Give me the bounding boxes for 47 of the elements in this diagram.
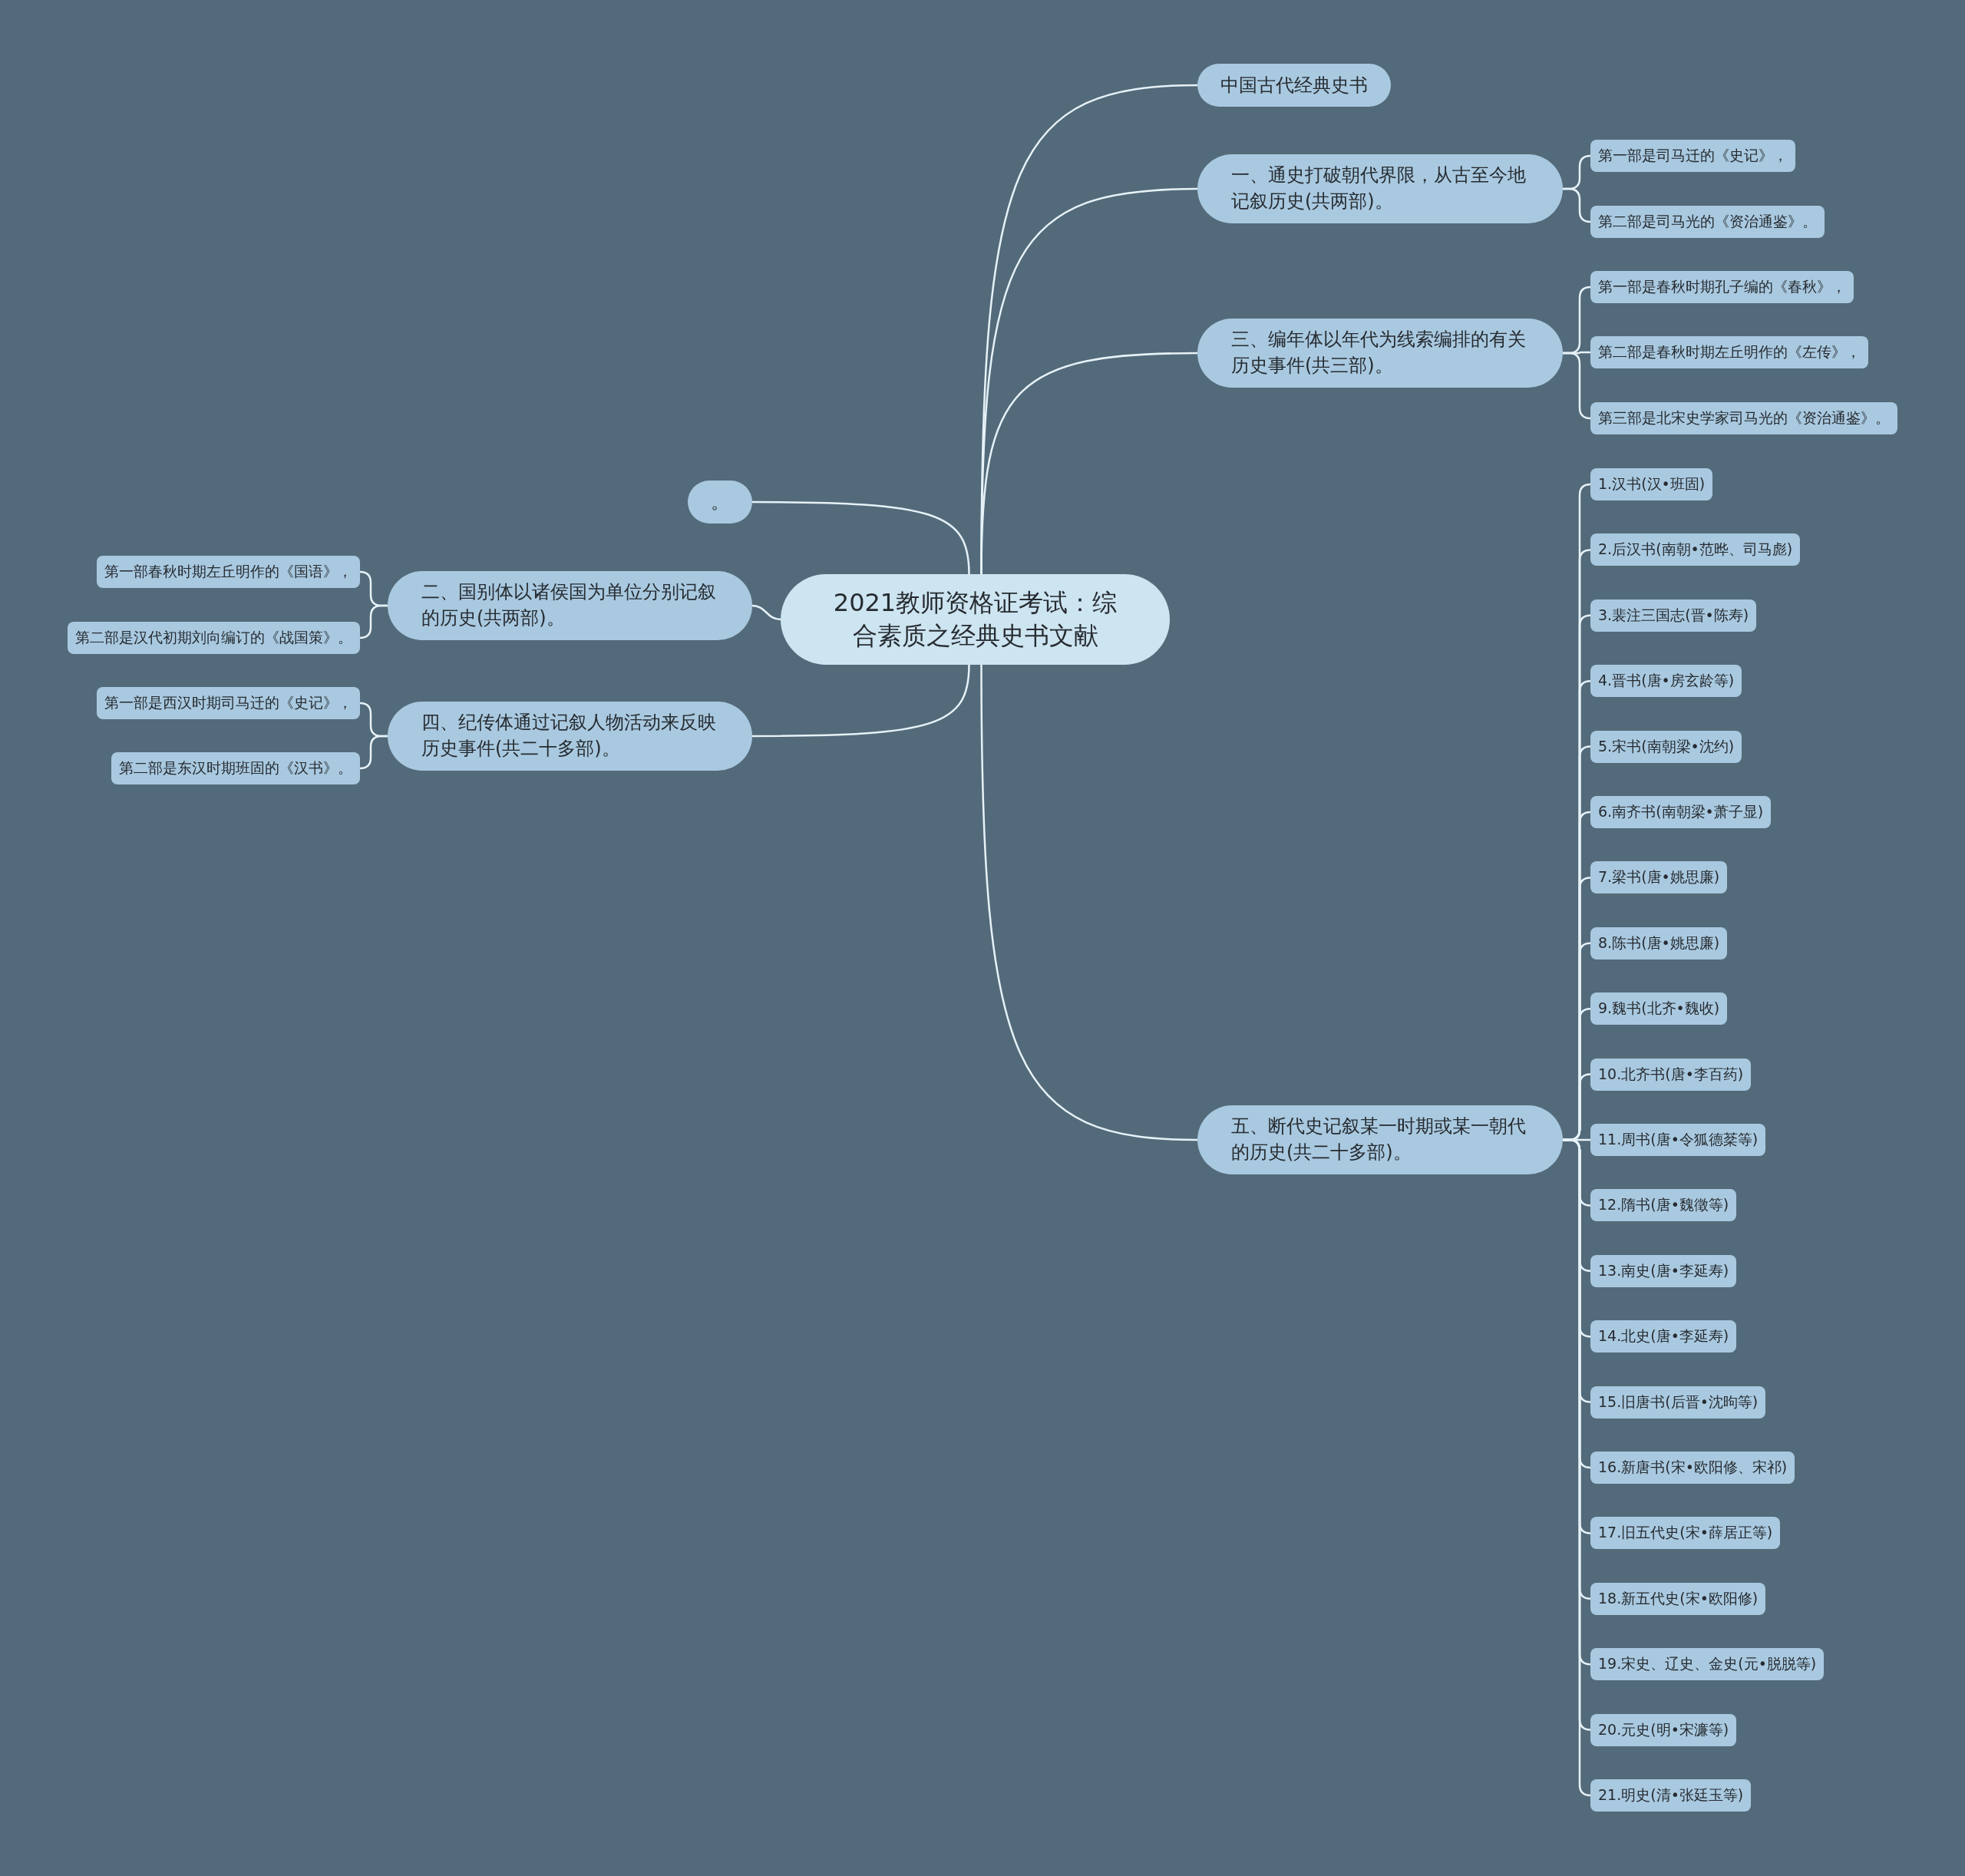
connector-line [752, 664, 970, 738]
subtopic-tag: 第二部是东汉时期班固的《汉书》。 [111, 752, 360, 784]
topic-bubble: 中国古代经典史书 [1197, 64, 1391, 107]
connector-line [752, 500, 970, 575]
subtopic-tag: 第二部是司马光的《资治通鉴》。 [1590, 206, 1825, 238]
subtopic-tag: 13.南史(唐•李延寿) [1590, 1254, 1737, 1287]
subtopic-tag: 3.裴注三国志(晋•陈寿) [1590, 599, 1757, 632]
topic-bubble: 一、通史打破朝代界限，从古至今地记叙历史(共两部)。 [1197, 154, 1563, 223]
subtopic-tag: 8.陈书(唐•姚思廉) [1590, 926, 1728, 959]
connector-line [1563, 352, 1592, 420]
subtopic-tag: 第一部是司马迁的《史记》， [1590, 140, 1795, 172]
subtopic-tag: 第三部是北宋史学家司马光的《资治通鉴》。 [1590, 402, 1897, 434]
subtopic-tag: 第一部是春秋时期孔子编的《春秋》， [1590, 271, 1854, 303]
subtopic-tag: 6.南齐书(南朝梁•萧子显) [1590, 796, 1772, 828]
subtopic-tag: 9.魏书(北齐•魏收) [1590, 992, 1728, 1026]
connector-line [1563, 187, 1592, 223]
connector-line [358, 604, 388, 639]
subtopic-tag: 18.新五代史(宋•欧阳修) [1590, 1582, 1766, 1615]
subtopic-tag: 4.晋书(唐•房玄龄等) [1590, 665, 1742, 698]
subtopic-tag: 17.旧五代史(宋•薛居正等) [1590, 1517, 1781, 1550]
subtopic-tag: 第一部春秋时期左丘明作的《国语》， [97, 556, 360, 588]
subtopic-tag: 20.元史(明•宋濂等) [1590, 1713, 1737, 1746]
subtopic-tag: 14.北史(唐•李延寿) [1590, 1320, 1737, 1353]
subtopic-tag: 10.北齐书(唐•李百药) [1590, 1058, 1752, 1091]
subtopic-tag: 2.后汉书(南朝•范晔、司马彪) [1590, 533, 1801, 566]
topic-bubble: 五、断代史记叙某一时期或某一朝代的历史(共二十多部)。 [1197, 1105, 1563, 1174]
topic-bubble: 二、国别体以诸侯国为单位分别记叙的历史(共两部)。 [388, 571, 752, 640]
subtopic-tag: 第二部是春秋时期左丘明作的《左传》， [1590, 336, 1868, 368]
connector-line [358, 735, 388, 770]
subtopic-tag: 第一部是西汉时期司马迁的《史记》， [97, 687, 360, 719]
connector-line [980, 665, 1198, 1141]
connector-line [751, 604, 781, 621]
subtopic-tag: 第二部是汉代初期刘向编订的《战国策》。 [68, 622, 360, 654]
topic-bubble: 四、纪传体通过记叙人物活动来反映历史事件(共二十多部)。 [388, 702, 752, 771]
subtopic-tag: 21.明史(清•张廷玉等) [1590, 1779, 1752, 1812]
subtopic-tag: 12.隋书(唐•魏徵等) [1590, 1189, 1737, 1222]
topic-bubble: 三、编年体以年代为线索编排的有关历史事件(共三部)。 [1197, 319, 1563, 388]
connector-line [980, 352, 1198, 575]
subtopic-tag: 7.梁书(唐•姚思廉) [1590, 861, 1728, 894]
subtopic-tag: 16.新唐书(宋•欧阳修、宋祁) [1590, 1452, 1795, 1484]
topic-bubble: 。 [688, 481, 752, 523]
subtopic-tag: 11.周书(唐•令狐德棻等) [1590, 1124, 1766, 1156]
subtopic-tag: 19.宋史、辽史、金史(元•脱脱等) [1590, 1648, 1825, 1681]
central-topic: 2021教师资格证考试：综合素质之经典史书文献 [781, 574, 1170, 665]
subtopic-tag: 5.宋书(南朝梁•沈约) [1590, 730, 1742, 763]
subtopic-tag: 1.汉书(汉•班固) [1590, 468, 1713, 500]
subtopic-tag: 15.旧唐书(后晋•沈昫等) [1590, 1386, 1766, 1419]
